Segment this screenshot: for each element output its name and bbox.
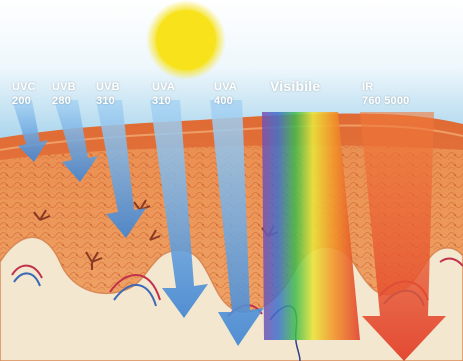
band-name: UVA xyxy=(152,80,175,94)
band-label-uvc: UVC 200 xyxy=(12,80,36,108)
band-wavelength: 280 xyxy=(52,94,76,108)
band-name: UVC xyxy=(12,80,36,94)
band-name: IR xyxy=(362,80,409,94)
band-label-uva-310: UVA 310 xyxy=(152,80,175,108)
band-wavelength: 310 xyxy=(152,94,175,108)
band-name: UVB xyxy=(96,80,120,94)
sun-icon xyxy=(146,0,226,80)
band-wavelength: 200 xyxy=(12,94,36,108)
band-name: UVB xyxy=(52,80,76,94)
band-name: Visibile xyxy=(270,78,320,94)
band-label-uvb-310: UVB 310 xyxy=(96,80,120,108)
band-label-uva-400: UVA 400 xyxy=(214,80,237,108)
band-wavelength: 760 5000 xyxy=(362,94,409,108)
band-label-ir: IR 760 5000 xyxy=(362,80,409,108)
band-label-visibile: Visibile xyxy=(270,78,320,94)
band-wavelength: 310 xyxy=(96,94,120,108)
band-label-uvb-280: UVB 280 xyxy=(52,80,76,108)
band-wavelength: 400 xyxy=(214,94,237,108)
band-name: UVA xyxy=(214,80,237,94)
